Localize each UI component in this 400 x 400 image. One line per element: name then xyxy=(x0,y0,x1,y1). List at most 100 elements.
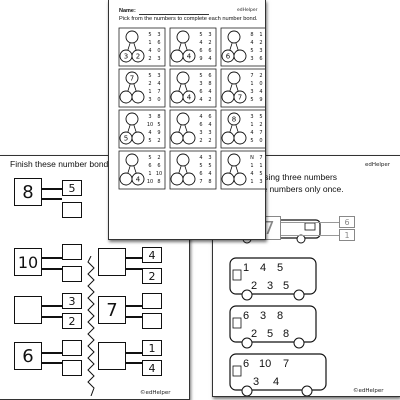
choice-number: 4 xyxy=(148,130,151,136)
choice-number: 8 xyxy=(157,114,160,120)
bond-value: 8 xyxy=(232,116,236,124)
choice-number: 3 xyxy=(148,114,151,120)
choice-number: 4 xyxy=(208,89,211,95)
bond-part-box: 2 xyxy=(142,268,162,284)
bond-whole-box xyxy=(98,248,126,276)
bond-value: 2 xyxy=(136,53,140,61)
bus-number: 6 xyxy=(243,358,250,370)
choice-number: 0 xyxy=(259,81,262,87)
choice-number: 3 xyxy=(199,81,202,87)
bond-part-box xyxy=(142,313,162,329)
choice-number: 1 xyxy=(148,171,151,177)
bond-circle xyxy=(125,153,139,167)
choice-number: 6 xyxy=(157,163,160,169)
choice-number: 5 xyxy=(199,32,202,38)
bond-circle xyxy=(221,90,235,104)
choice-number: 5 xyxy=(250,97,253,103)
bus-number: 2 xyxy=(251,280,258,292)
bus-number: 3 xyxy=(253,376,260,388)
choice-number: 5 xyxy=(199,163,202,169)
bond-value: 5 xyxy=(124,135,128,143)
center-worksheet[interactable]: Name: edHelper Pick from the numbers to … xyxy=(108,0,266,240)
bus-number: 1 xyxy=(243,262,250,274)
choice-number: 4 xyxy=(208,122,211,128)
bond-circle xyxy=(131,131,145,145)
bus-number: 8 xyxy=(283,328,290,340)
choice-number: 7 xyxy=(259,130,262,136)
bus-number: 8 xyxy=(277,310,284,322)
choice-number: 6 xyxy=(208,114,211,120)
choice-number: 4 xyxy=(148,48,151,54)
choice-number: 2 xyxy=(259,73,262,79)
right-worksheet-title-line2: s. Use numbers only once. xyxy=(243,184,344,194)
bus-number: 4 xyxy=(260,262,267,274)
edhelper-header-mark: edHelper xyxy=(237,8,258,13)
bond-connector xyxy=(42,188,62,190)
choice-number: 7 xyxy=(259,155,262,161)
choice-number: 2 xyxy=(259,40,262,46)
bond-circle xyxy=(182,90,196,104)
choice-number: 1 xyxy=(148,40,151,46)
bond-circle xyxy=(221,131,235,145)
choice-number: 4 xyxy=(208,56,211,62)
bond-connector xyxy=(42,316,62,318)
choice-number: 3 xyxy=(259,179,262,185)
choice-number: 8 xyxy=(157,179,160,185)
choice-number: 1 xyxy=(250,163,253,169)
bus-number: 5 xyxy=(267,328,274,340)
bus-illustration xyxy=(229,305,317,349)
bond-circle xyxy=(176,153,190,167)
choice-number: 4 xyxy=(157,81,160,87)
bond-circle xyxy=(182,172,196,186)
choice-number: 3 xyxy=(199,130,202,136)
bond-circle xyxy=(170,131,184,145)
bond-circle xyxy=(176,112,190,126)
choice-number: 5 xyxy=(259,114,262,120)
choice-number: 3 xyxy=(250,56,253,62)
choice-number: 0 xyxy=(157,97,160,103)
choice-number: 4 xyxy=(199,97,202,103)
choice-number: 4 xyxy=(199,40,202,46)
choice-number: 4 xyxy=(199,114,202,120)
choice-number: 5 xyxy=(199,73,202,79)
bus-answer-box: 1 xyxy=(339,229,355,241)
bond-whole-box xyxy=(14,296,42,324)
dotted-divider xyxy=(87,256,95,396)
bond-circle xyxy=(131,90,145,104)
bond-whole-box xyxy=(98,342,126,370)
choice-number: 4 xyxy=(199,155,202,161)
bond-circle xyxy=(125,30,139,44)
choice-number: 8 xyxy=(208,179,211,185)
choice-number: 3 xyxy=(208,130,211,136)
edhelper-logo: ©edHelper xyxy=(140,390,171,396)
choice-number: 5 xyxy=(157,122,160,128)
bond-connector xyxy=(42,268,62,270)
choice-number: 6 xyxy=(148,163,151,169)
choice-number: 7 xyxy=(199,179,202,185)
choice-number: 5 xyxy=(148,32,151,38)
choice-number: 6 xyxy=(259,56,262,62)
bond-connector xyxy=(42,257,62,259)
choice-number: 1 xyxy=(250,122,253,128)
choice-number: 3 xyxy=(250,114,253,120)
choice-number: 5 xyxy=(148,155,151,161)
choice-number: 2 xyxy=(208,97,211,103)
bond-circle xyxy=(170,49,184,63)
bond-circle xyxy=(170,90,184,104)
choice-number: 2 xyxy=(157,138,160,144)
bus-number: 4 xyxy=(273,376,280,388)
right-worksheet[interactable]: edHelper ond using three numbers s. Use … xyxy=(212,155,400,397)
choice-number: 5 xyxy=(148,138,151,144)
bus-number: 10 xyxy=(259,358,272,370)
choice-number: 6 xyxy=(199,122,202,128)
choice-number: 1 xyxy=(148,89,151,95)
bond-circle xyxy=(131,49,145,63)
bond-value: 7 xyxy=(238,94,242,102)
choice-number: 5 xyxy=(250,48,253,54)
choice-number: 6 xyxy=(208,73,211,79)
bond-circle xyxy=(233,131,247,145)
